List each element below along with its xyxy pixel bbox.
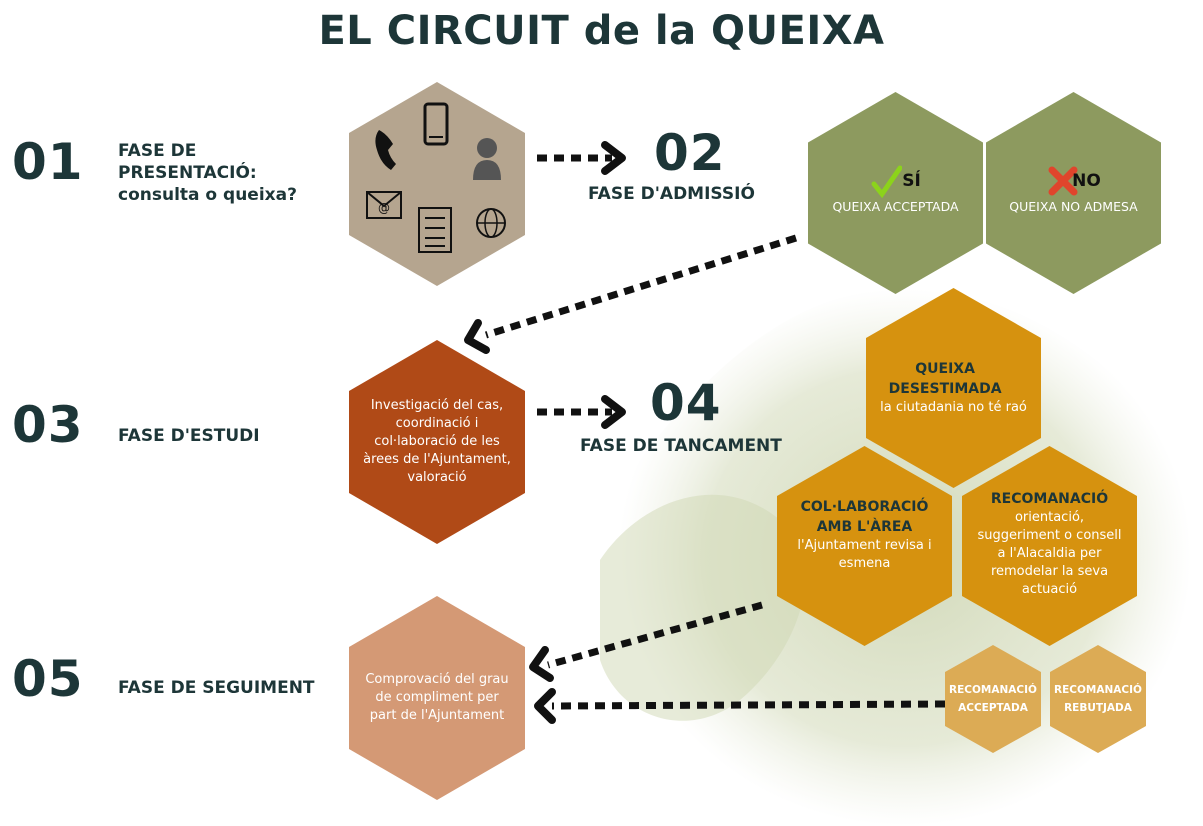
- recomanacio-hexagon: RECOMANACIÓ orientació, suggeriment o co…: [962, 446, 1137, 646]
- yes-mark: SÍ: [902, 171, 921, 191]
- phase-02-number: 02: [654, 124, 726, 182]
- admission-yes-hexagon: SÍ QUEIXA ACCEPTADA: [808, 92, 983, 294]
- cross-icon: [1048, 166, 1078, 196]
- phase-01-label: FASE DE PRESENTACIÓ: consulta o queixa?: [118, 141, 297, 205]
- colaboracio-hexagon: COL·LABORACIÓ AMB L'ÀREA l'Ajuntament re…: [777, 446, 952, 646]
- desestimada-title: QUEIXA DESESTIMADA: [888, 361, 1002, 397]
- colaboracio-text: l'Ajuntament revisa i esmena: [797, 538, 932, 571]
- presentation-hexagon: @: [349, 82, 525, 286]
- acceptada-hexagon: RECOMANACIÓ ACCEPTADA: [945, 645, 1041, 753]
- phase-01-number: 01: [12, 133, 84, 191]
- globe-icon: [476, 208, 506, 238]
- followup-hexagon: Comprovació del grau de compliment per p…: [349, 596, 525, 800]
- phase-04-number: 04: [650, 374, 722, 432]
- phone-icon: [375, 130, 396, 170]
- page-title: EL CIRCUIT de la QUEIXA: [318, 8, 885, 54]
- study-text: Investigació del cas, coordinació i col·…: [363, 398, 511, 485]
- recomanacio-title: RECOMANACIÓ: [990, 491, 1109, 507]
- checklist-icon: [418, 207, 452, 253]
- no-text: QUEIXA NO ADMESA: [1009, 199, 1138, 214]
- phase-05-number: 05: [12, 650, 84, 708]
- followup-text: Comprovació del grau de compliment per p…: [365, 672, 509, 723]
- desestimada-hexagon: QUEIXA DESESTIMADA la ciutadania no té r…: [866, 288, 1041, 488]
- colaboracio-title: COL·LABORACIÓ AMB L'ÀREA: [800, 499, 929, 535]
- phase-03-number: 03: [12, 396, 84, 454]
- person-icon: [473, 138, 501, 180]
- rebutjada-hexagon: RECOMANACIÓ REBUTJADA: [1050, 645, 1146, 753]
- study-hexagon: Investigació del cas, coordinació i col·…: [349, 340, 525, 544]
- no-mark: NO: [1072, 171, 1101, 191]
- phase-04-label: FASE DE TANCAMENT: [580, 436, 782, 456]
- rebutjada-text: RECOMANACIÓ REBUTJADA: [1054, 684, 1142, 714]
- admission-no-hexagon: NO QUEIXA NO ADMESA: [986, 92, 1161, 294]
- recomanacio-text: orientació, suggeriment o consell a l'Al…: [977, 510, 1122, 597]
- checkmark-icon: [871, 165, 903, 198]
- mobile-icon: [423, 102, 449, 146]
- phase-02-label: FASE D'ADMISSIÓ: [588, 184, 755, 204]
- acceptada-text: RECOMANACIÓ ACCEPTADA: [949, 684, 1037, 714]
- email-icon: @: [366, 191, 402, 219]
- desestimada-text: la ciutadania no té raó: [880, 400, 1027, 415]
- phase-03-label: FASE D'ESTUDI: [118, 426, 260, 446]
- phase-05-label: FASE DE SEGUIMENT: [118, 678, 315, 698]
- yes-text: QUEIXA ACCEPTADA: [832, 199, 959, 214]
- svg-text:@: @: [378, 201, 390, 215]
